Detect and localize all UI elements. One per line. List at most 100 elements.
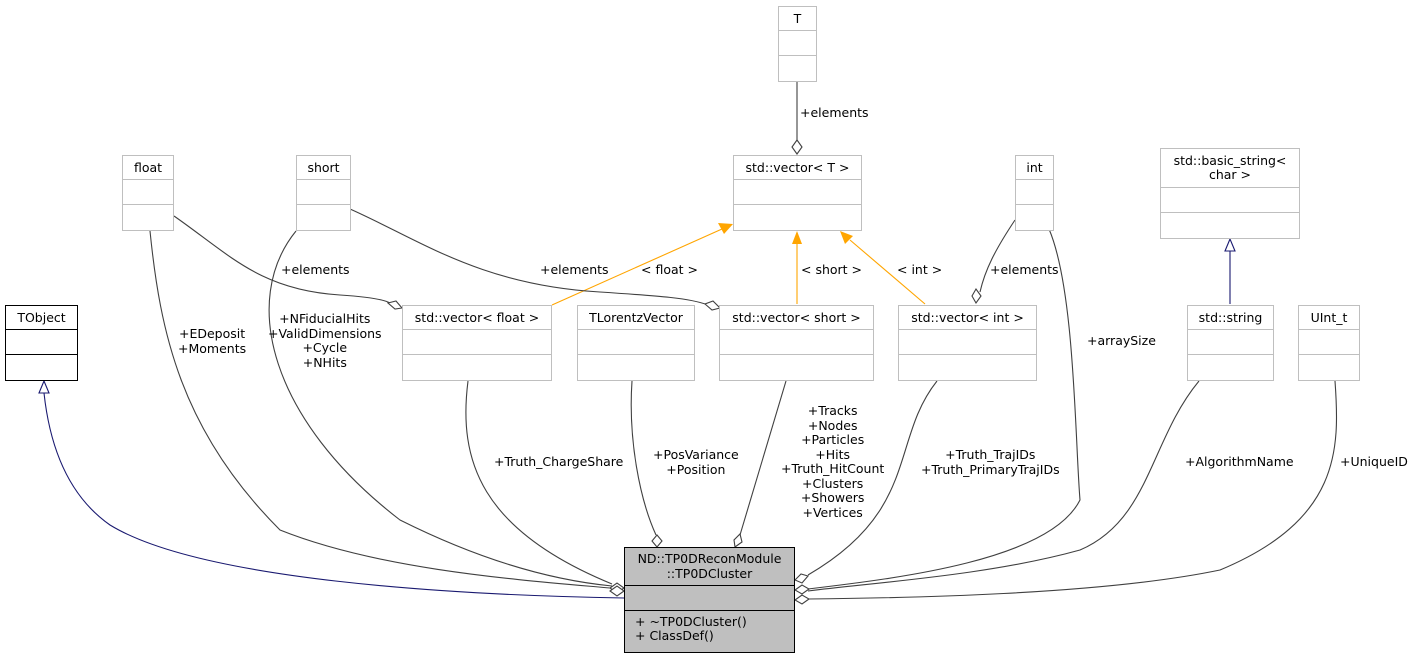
class-node-vector-short[interactable]: std::vector< short >	[719, 305, 874, 381]
edge-string-main	[807, 380, 1200, 592]
attributes-section	[1016, 179, 1053, 204]
class-node-t[interactable]: T	[778, 6, 817, 82]
edge-uint-main	[807, 380, 1338, 600]
methods-section	[734, 204, 861, 229]
methods-section	[1299, 354, 1359, 379]
edge-template-float	[551, 228, 723, 306]
edge-short-vectorshort	[349, 208, 709, 306]
class-node-basic-string[interactable]: std::basic_string< char >	[1160, 148, 1300, 239]
label-short-members: +NFiducialHits +ValidDimensions +Cycle +…	[268, 311, 382, 370]
class-node-tp0dcluster[interactable]: ND::TP0DReconModule ::TP0DCluster + ~TP0…	[624, 547, 795, 653]
edge-vectorshort-main	[739, 380, 787, 536]
class-node-tobject[interactable]: TObject	[5, 305, 78, 381]
class-name: ND::TP0DReconModule ::TP0DCluster	[625, 548, 794, 585]
template-arrow-short	[792, 231, 802, 244]
class-node-tlorentzvector[interactable]: TLorentzVector	[577, 305, 695, 381]
diamond-main-vectorshort	[733, 532, 743, 548]
class-name: std::vector< short >	[732, 310, 861, 325]
inherit-arrow-tobject	[38, 379, 50, 394]
member-label: +EDeposit	[178, 326, 246, 341]
attributes-section	[720, 329, 873, 354]
class-name: std::vector< T >	[745, 160, 850, 175]
inherit-arrow-basic-string	[1224, 237, 1236, 252]
member-label: +Clusters	[801, 475, 864, 491]
label-template-short: < short >	[801, 262, 863, 277]
class-node-vector-int[interactable]: std::vector< int >	[898, 305, 1037, 381]
label-int-members: +arraySize	[1087, 333, 1156, 349]
class-name: std::vector< int >	[911, 310, 1024, 325]
class-name-line2: char >	[1208, 167, 1252, 182]
methods-section	[720, 354, 873, 379]
template-arrow-float	[718, 223, 733, 234]
edge-float-main	[149, 230, 611, 589]
attributes-section	[625, 585, 794, 610]
class-node-float[interactable]: float	[122, 155, 174, 231]
methods-section	[123, 204, 173, 229]
label-vectorint-members: +Truth_TrajIDs +Truth_PrimaryTrajIDs	[921, 447, 1060, 477]
methods-section	[779, 55, 816, 80]
member-label: +Truth_PrimaryTrajIDs	[921, 461, 1060, 477]
class-node-int[interactable]: int	[1015, 155, 1054, 231]
diamond-main-right-1	[794, 573, 809, 584]
edge-int-vectorint	[979, 219, 1016, 293]
class-name-line1: ND::TP0DReconModule	[637, 551, 782, 566]
label-t-elements: +elements	[800, 105, 869, 120]
edge-vectorint-main	[807, 380, 938, 576]
member-label: +Truth_ChargeShare	[494, 454, 624, 469]
class-name: std::vector< float >	[414, 310, 540, 325]
class-node-uint-t[interactable]: UInt_t	[1298, 305, 1360, 381]
member-label: +Hits	[815, 446, 851, 462]
member-label: +Truth_TrajIDs	[945, 447, 1036, 462]
edge-float-vectorfloat	[173, 215, 391, 304]
diamond-t	[791, 139, 803, 155]
methods-section	[1161, 212, 1299, 237]
member-label: +Truth_HitCount	[781, 461, 885, 476]
class-node-vector-float[interactable]: std::vector< float >	[402, 305, 552, 381]
member-label: +NHits	[302, 354, 347, 370]
method-destructor[interactable]: + ~TP0DCluster()	[635, 614, 747, 629]
member-label: +Showers	[800, 490, 865, 505]
class-name: TLorentzVector	[589, 310, 683, 325]
diamond-main-right-2	[793, 584, 811, 595]
diamond-main-right-3	[793, 594, 811, 605]
template-arrow-int	[840, 231, 853, 244]
label-string-members: +AlgorithmName	[1185, 454, 1294, 470]
class-name: std::basic_string< char >	[1161, 149, 1299, 187]
label-vectorshort-members: +Tracks +Nodes +Particles +Hits +Truth_H…	[781, 403, 885, 520]
class-name: std::string	[1198, 310, 1263, 325]
attributes-section	[1299, 329, 1359, 354]
attributes-section	[403, 329, 551, 354]
method-classdef[interactable]: + ClassDef()	[635, 628, 714, 643]
methods-section	[1188, 354, 1273, 379]
class-node-vector-t[interactable]: std::vector< T >	[733, 155, 862, 231]
edge-tlorentz-main	[630, 380, 657, 536]
attributes-section	[578, 329, 694, 354]
class-name: T	[793, 11, 802, 26]
class-name: TObject	[17, 310, 66, 325]
label-float-elements: +elements	[281, 262, 350, 277]
class-name: UInt_t	[1310, 310, 1348, 325]
attributes-section	[899, 329, 1036, 354]
class-name: float	[133, 160, 163, 175]
edge-inherit-tobject	[43, 392, 625, 599]
attributes-section	[297, 179, 350, 204]
member-label: +Tracks	[807, 403, 858, 418]
methods-section	[297, 204, 350, 229]
attributes-section	[734, 179, 861, 204]
class-node-string[interactable]: std::string	[1187, 305, 1274, 381]
label-template-float: < float >	[641, 262, 698, 277]
member-label: +Nodes	[807, 417, 858, 433]
label-tlorentz-members: +PosVariance +Position	[653, 447, 739, 477]
attributes-section	[1161, 187, 1299, 212]
label-template-int: < int >	[897, 262, 943, 277]
member-label: +AlgorithmName	[1185, 454, 1294, 469]
edge-short-main	[268, 230, 613, 587]
label-int-elements: +elements	[990, 262, 1059, 277]
diamond-vectorint	[971, 287, 982, 305]
attributes-section	[6, 329, 77, 354]
diamond-main-left-2	[609, 585, 625, 597]
class-node-short[interactable]: short	[296, 155, 351, 231]
label-uint-members: +UniqueID	[1340, 454, 1408, 470]
class-name: short	[307, 160, 340, 175]
